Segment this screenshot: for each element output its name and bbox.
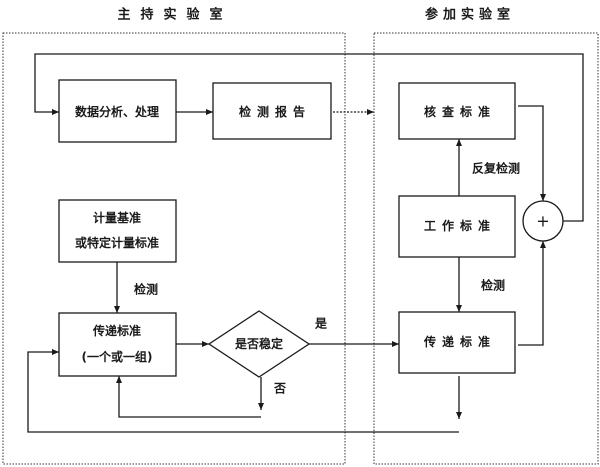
edge-check-to-sum xyxy=(518,105,546,201)
working-standard-box xyxy=(398,195,516,258)
test-report-label: 检测报告 xyxy=(238,105,312,119)
participating-lab-region xyxy=(373,32,599,465)
edge-feedback-top xyxy=(34,53,584,222)
edge-bottom-return xyxy=(27,349,459,433)
transfer-standard-participant-label: 传递标准 xyxy=(423,335,497,349)
sum-junction-plus-icon: + xyxy=(536,211,550,231)
metrology-standard-label-line2: 或特定计量标准 xyxy=(74,236,160,250)
edge-label-measure-2: 检测 xyxy=(480,278,506,293)
participating-lab-title: 参加实验室 xyxy=(424,7,516,23)
stability-decision-label: 是否稳定 xyxy=(234,337,284,351)
main-lab-title: 主持实验室 xyxy=(117,7,233,23)
edge-label-measure-1: 检测 xyxy=(133,282,159,297)
edge-label-no: 否 xyxy=(273,381,287,396)
transfer-standard-main-label-line1: 传递标准 xyxy=(92,324,142,338)
metrology-standard-label-line1: 计量基准 xyxy=(92,211,142,225)
main-lab-region xyxy=(2,32,346,465)
data-analysis-label: 数据分析、处理 xyxy=(74,105,160,119)
stability-decision-diamond xyxy=(207,310,311,378)
transfer-standard-main-label-line2: (一个或一组) xyxy=(81,350,153,364)
transfer-standard-participant-box xyxy=(398,311,516,374)
edge-no-loop-back xyxy=(116,376,261,418)
test-report-box xyxy=(212,82,332,140)
data-analysis-box xyxy=(58,79,177,143)
edge-transfer-to-sum xyxy=(518,241,546,346)
working-standard-label: 工作标准 xyxy=(423,219,497,233)
edge-label-repeat-measure: 反复检测 xyxy=(471,161,521,176)
edge-label-yes: 是 xyxy=(314,316,328,331)
check-standard-label: 核查标准 xyxy=(423,105,497,119)
